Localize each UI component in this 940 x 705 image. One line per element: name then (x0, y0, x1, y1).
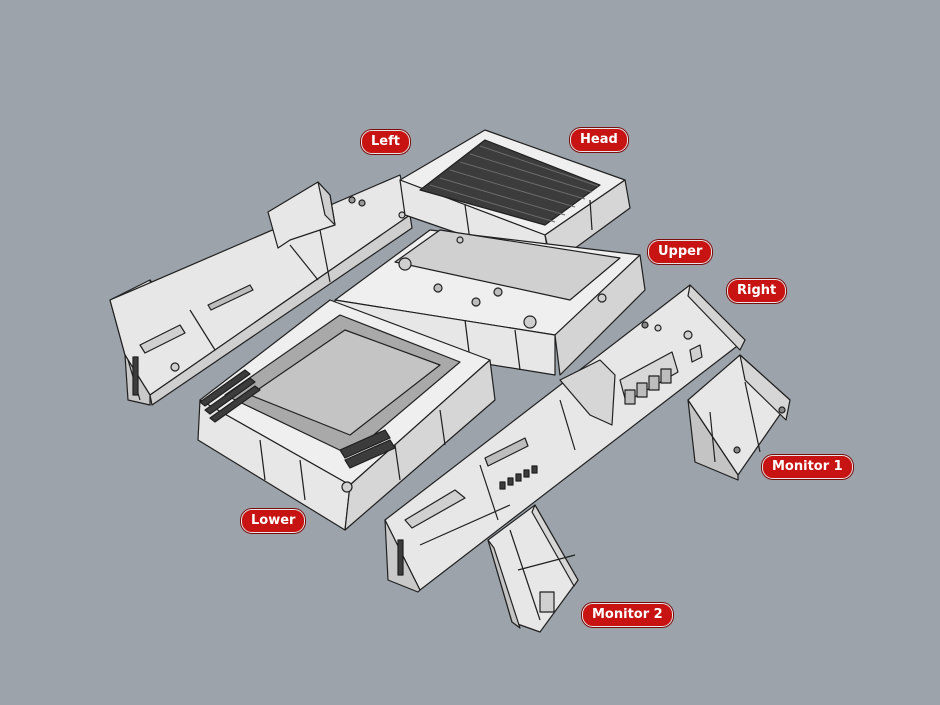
label-lower: Lower (241, 509, 306, 533)
label-right: Right (727, 279, 787, 303)
monitor-1-part (687, 354, 791, 481)
label-upper: Upper (648, 240, 713, 264)
lower-part (197, 299, 496, 531)
label-monitor-1: Monitor 1 (762, 455, 853, 479)
upper-part (334, 229, 646, 376)
label-head: Head (570, 128, 628, 152)
right-part (384, 284, 746, 593)
label-monitor-2: Monitor 2 (582, 603, 673, 627)
left-part (109, 174, 413, 406)
label-left: Left (361, 130, 410, 154)
monitor-2-part (487, 504, 579, 633)
